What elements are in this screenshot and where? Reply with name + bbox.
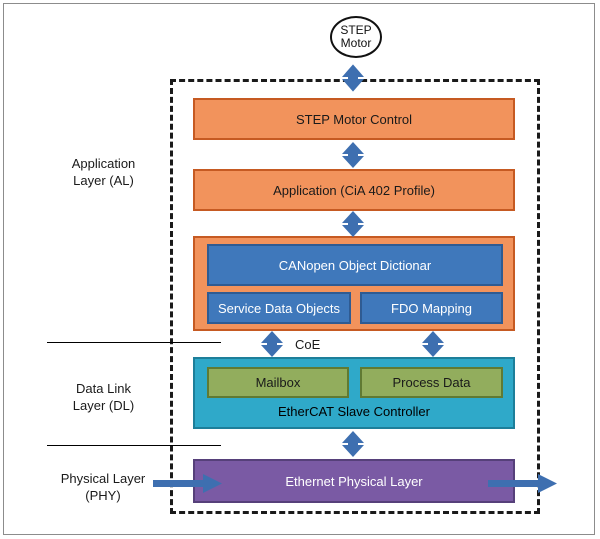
- sdo-block: Service Data Objects: [207, 292, 351, 324]
- application-profile-block: Application (CiA 402 Profile): [193, 169, 515, 211]
- process-data-block: Process Data: [360, 367, 503, 398]
- sdo-mailbox-arrow: [261, 331, 283, 357]
- step-motor-control-block: STEP Motor Control: [193, 98, 515, 140]
- motor-label-line2: Motor: [340, 36, 372, 50]
- pdo-mapping-block: FDO Mapping: [360, 292, 503, 324]
- pdo-process-arrow: [422, 331, 444, 357]
- phy-output-arrow: [488, 474, 557, 493]
- esc-label: EtherCAT Slave Controller: [278, 404, 430, 419]
- data-link-layer-label: Data Link Layer (DL): [56, 380, 151, 414]
- step-motor-node: STEP Motor: [330, 16, 382, 58]
- coe-label: CoE: [295, 337, 321, 352]
- physical-layer-line1: Physical Layer: [60, 471, 146, 486]
- mailbox-block: Mailbox: [207, 367, 349, 398]
- app-od-arrow: [342, 211, 364, 237]
- data-link-layer-line2: Layer (DL): [72, 398, 135, 413]
- application-layer-line2: Layer (AL): [73, 173, 134, 188]
- layer-divider-1: [47, 342, 221, 343]
- application-layer-line1: Application: [71, 156, 136, 171]
- phy-input-arrow: [153, 474, 222, 493]
- control-app-arrow: [342, 142, 364, 168]
- motor-label-line1: STEP: [340, 23, 372, 37]
- application-layer-label: Application Layer (AL): [56, 155, 151, 189]
- motor-control-arrow: [342, 64, 364, 92]
- data-link-layer-line1: Data Link: [76, 381, 131, 396]
- physical-layer-label: Physical Layer (PHY): [48, 470, 158, 504]
- layer-divider-2: [47, 445, 221, 446]
- physical-layer-line2: (PHY): [85, 488, 121, 503]
- esc-phy-arrow: [342, 431, 364, 457]
- diagram-frame: [3, 3, 595, 535]
- object-dictionary-block: CANopen Object Dictionar: [207, 244, 503, 286]
